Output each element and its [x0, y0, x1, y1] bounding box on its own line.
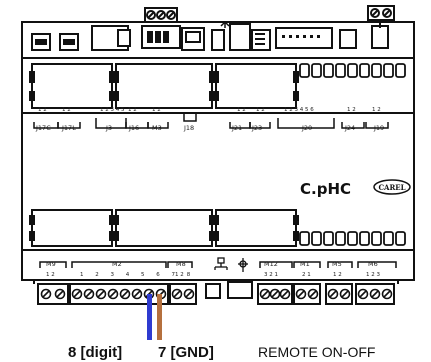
m3-pins: 1 2	[152, 107, 161, 113]
usb-icon	[238, 258, 248, 272]
lower-rail-modules	[29, 209, 299, 247]
upper-vent-slots	[299, 63, 406, 78]
terminal-m2	[69, 283, 169, 305]
j20-pins: 1 2 3 4 5 6	[284, 107, 314, 113]
bottom-connector-labels: M9 M2 M8 M12 M1 M5 M6 1 2 1 2 3 4 5 6 7 …	[39, 257, 397, 278]
j16-pins: 1 2	[128, 107, 137, 113]
m9-label: M9	[46, 260, 56, 268]
top-connectors	[31, 20, 389, 51]
m9-pins: 1 2	[46, 272, 55, 278]
top-connector-pins	[255, 33, 320, 45]
m8-label: M8	[176, 260, 186, 268]
brand-area: C.pHC CAREL	[300, 179, 411, 198]
m6-label: M6	[368, 260, 378, 268]
j21-pins: 1 2	[237, 107, 246, 113]
m6-pins: 1 2 3	[366, 272, 380, 278]
m5-label: M5	[332, 260, 342, 268]
cphc-logo: C.pHC	[300, 180, 351, 198]
j17c-pins: 1 2	[38, 107, 47, 113]
j18-label: J18	[183, 124, 194, 132]
wires	[147, 294, 162, 340]
j23-pins: 1 2	[256, 107, 265, 113]
carel-logo-oval	[373, 179, 411, 195]
top-connector-labels: 1 2 1 2 1 2 3 4 5 1 2 1 2 1 2 1 2 1 2 3 …	[33, 107, 389, 132]
m12-pins: 3 2 1	[264, 272, 278, 278]
j3-pins: 1 2 3 4 5	[100, 107, 125, 113]
m2-label: M2	[112, 260, 122, 268]
m1-label: M1	[300, 260, 310, 268]
top-terminal-blocks	[144, 5, 395, 23]
j19-pins: 1 2	[372, 107, 381, 113]
m2-pins: 1 2 3 4 5 6 7 8	[80, 272, 195, 278]
wire-gnd-7	[157, 294, 162, 340]
network-icon	[214, 257, 228, 270]
m5-pins: 1 2	[333, 272, 342, 278]
captions: 8 [digit] 7 [GND] REMOTE ON-OFF	[68, 344, 375, 361]
wire-digit-8	[147, 294, 152, 340]
m8-pins: 1 2	[175, 272, 184, 278]
carel-logo-text: CAREL	[378, 183, 405, 192]
terminal-screws	[40, 288, 393, 300]
caption-gnd: 7 [GND]	[158, 344, 214, 361]
j24-pins: 1 2	[347, 107, 356, 113]
j17l-pins: 1 2	[62, 107, 71, 113]
m12-label: M12	[264, 260, 278, 268]
din-clips	[33, 280, 399, 284]
caption-remote: REMOTE ON-OFF	[258, 344, 375, 360]
lower-vent-slots	[299, 231, 406, 246]
caption-digit: 8 [digit]	[68, 344, 122, 361]
m1-pins: 2 1	[302, 272, 311, 278]
upper-rail-modules	[29, 63, 299, 109]
